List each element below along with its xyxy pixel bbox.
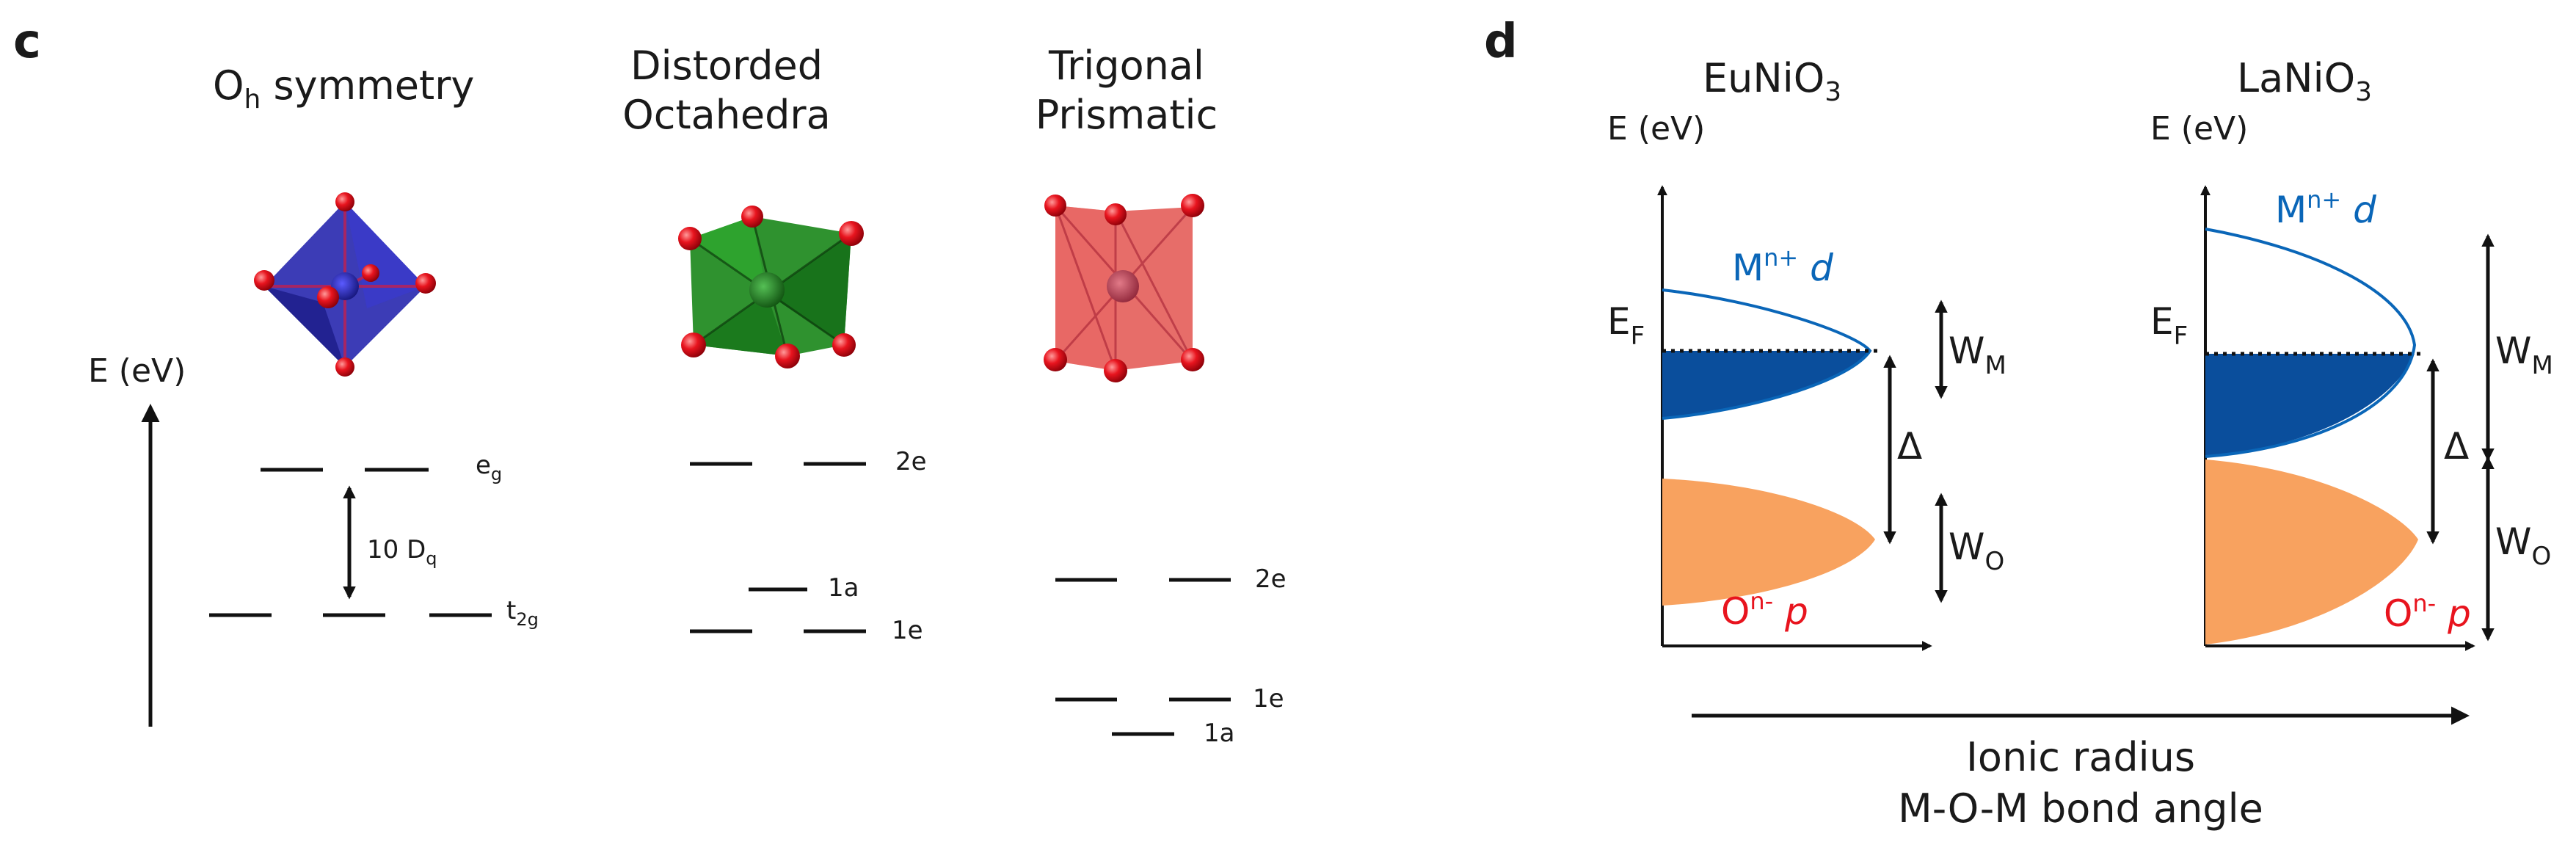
trigonal-prismatic-title: Trigonal xyxy=(1048,43,1204,89)
distorted-2e-label: 2e xyxy=(895,447,927,476)
eg-label: eg xyxy=(476,451,502,484)
eunio3-metal-band-label: Mn+ d xyxy=(1732,244,1833,289)
octahedron-icon xyxy=(254,192,436,377)
distorted-octahedra-title-line2: Octahedra xyxy=(622,92,830,138)
distorted-octahedra-title: Distorded xyxy=(630,43,823,89)
ionic-radius-label: Ionic radius xyxy=(1966,734,2195,780)
distorted-octahedron-icon xyxy=(678,206,864,368)
lanio3-fermi-label: EF xyxy=(2150,300,2188,351)
eunio3-wo-label: WO xyxy=(1949,526,2004,576)
oh-energy-levels xyxy=(209,468,492,617)
eunio3-gap-label: Δ xyxy=(1897,425,1922,468)
energy-axis-label-c: E (eV) xyxy=(88,352,186,390)
distorted-1a-label: 1a xyxy=(828,573,859,603)
lanio3-oxygen-band-label: On- p xyxy=(2384,589,2471,635)
lanio3-metal-band-curve xyxy=(2205,228,2417,458)
eunio3-title: EuNiO3 xyxy=(1703,55,1841,107)
lanio3-metal-band-filled xyxy=(2205,354,2415,457)
lanio3-oxygen-band xyxy=(2205,459,2418,644)
crystal-field-splitting-label: 10 Dq xyxy=(367,535,437,569)
lanio3-axis-label: E (eV) xyxy=(2150,110,2248,148)
t2g-label: t2g xyxy=(506,596,539,630)
eunio3-oxygen-band xyxy=(1662,479,1875,606)
trigonal-1e-label: 1e xyxy=(1253,684,1284,713)
lanio3-gap-label: Δ xyxy=(2444,425,2469,468)
trigonal-energy-levels xyxy=(1055,578,1231,736)
trigonal-prismatic-title-line2: Prismatic xyxy=(1036,92,1218,138)
trigonal-2e-label: 2e xyxy=(1255,564,1287,594)
trigonal-prism-icon xyxy=(1044,194,1204,382)
lanio3-wm-label: WM xyxy=(2495,330,2553,380)
trigonal-1a-label: 1a xyxy=(1204,719,1234,748)
distorted-1e-label: 1e xyxy=(892,616,923,645)
lanio3-title: LaNiO3 xyxy=(2237,55,2372,107)
distorted-energy-levels xyxy=(690,462,866,633)
eunio3-fermi-label: EF xyxy=(1607,300,1645,351)
panel-label-d: d xyxy=(1484,15,1518,69)
eunio3-metal-band-filled xyxy=(1662,351,1870,418)
panel-label-c: c xyxy=(13,15,41,69)
lanio3-wo-label: WO xyxy=(2495,520,2551,571)
oh-symmetry-title: Oh symmetry xyxy=(213,62,474,115)
eunio3-oxygen-band-label: On- p xyxy=(1721,587,1808,633)
eunio3-wm-label: WM xyxy=(1949,330,2006,380)
bond-angle-label: M-O-M bond angle xyxy=(1898,785,2263,832)
eunio3-axis-label: E (eV) xyxy=(1607,110,1705,148)
lanio3-metal-band-label: Mn+ d xyxy=(2275,186,2376,231)
eunio3-metal-band-curve xyxy=(1662,288,1872,420)
